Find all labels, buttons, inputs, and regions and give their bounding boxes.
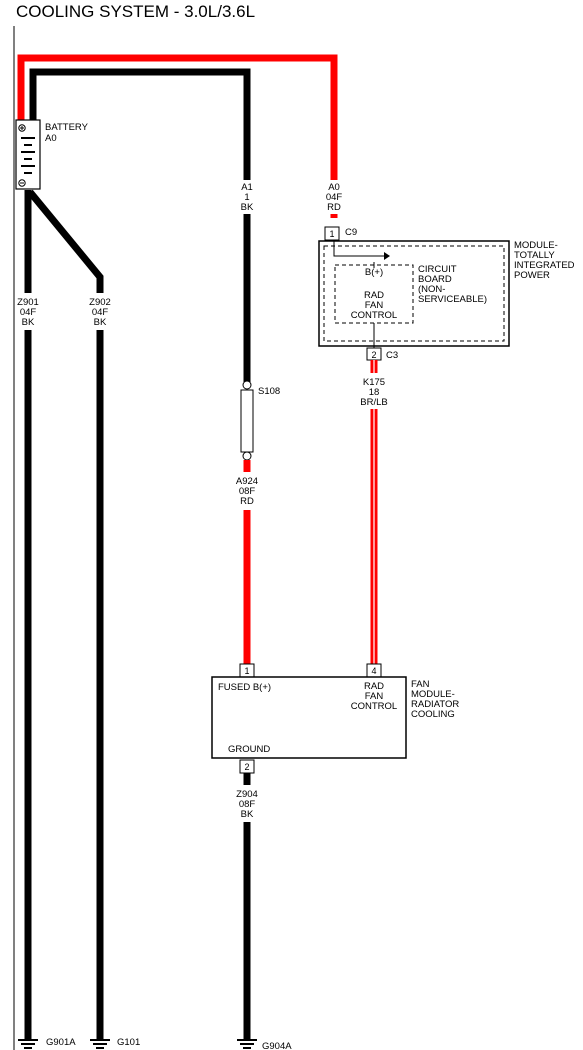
wire-a1-black bbox=[29, 68, 251, 382]
fan-ground-label: GROUND bbox=[228, 744, 270, 755]
tipm-inner-board bbox=[323, 245, 505, 342]
wire-a0-red bbox=[17, 54, 338, 218]
tipm-bplus: B(+) bbox=[365, 267, 383, 278]
k175-gauge: 18 bbox=[369, 387, 380, 398]
ground-icon bbox=[18, 1039, 38, 1049]
circuit-board-3: (NON- bbox=[418, 284, 445, 295]
k175-circuit: K175 bbox=[363, 377, 385, 388]
ground-icon bbox=[237, 1039, 257, 1049]
a0-circuit: A0 bbox=[328, 182, 340, 193]
fan-name-2: MODULE- bbox=[411, 689, 455, 700]
circuit-board-4: SERVICEABLE) bbox=[418, 294, 487, 305]
fan-pin-4-label: 4 bbox=[371, 666, 376, 676]
internal-bplus-path bbox=[333, 241, 384, 257]
a1-circuit: A1 bbox=[241, 182, 253, 193]
fan-fused-label: FUSED B(+) bbox=[218, 682, 271, 693]
fan-pin-1-label: 1 bbox=[244, 666, 249, 676]
a0-color: RD bbox=[327, 202, 341, 213]
battery-symbol bbox=[15, 119, 41, 190]
splice-label: S108 bbox=[258, 386, 280, 397]
fan-name-4: COOLING bbox=[411, 709, 455, 720]
k175-color: BR/LB bbox=[360, 397, 387, 408]
fan-name-3: RADIATOR bbox=[411, 699, 459, 710]
z904-color: BK bbox=[241, 809, 254, 820]
tipm-name-2: TOTALLY bbox=[514, 250, 555, 261]
z901-circuit: Z901 bbox=[17, 297, 39, 308]
z902-circuit: Z902 bbox=[89, 297, 111, 308]
splice-s108 bbox=[240, 380, 254, 461]
a924-gauge: 08F bbox=[239, 486, 256, 497]
fan-module-box bbox=[211, 676, 407, 759]
fan-name-1: FAN bbox=[411, 679, 430, 690]
tipm-fan: FAN bbox=[365, 300, 384, 311]
fan-pin-2-label: 2 bbox=[244, 762, 249, 772]
battery-label: BATTERY bbox=[45, 122, 89, 133]
z901-gauge: 04F bbox=[20, 307, 37, 318]
c9-label: C9 bbox=[345, 227, 357, 238]
circuit-board-2: BOARD bbox=[418, 274, 452, 285]
tipm-control: CONTROL bbox=[351, 310, 397, 321]
connector-c9 bbox=[324, 226, 340, 241]
ground-icon bbox=[90, 1039, 110, 1049]
fan-rad: RAD bbox=[364, 681, 384, 692]
c9-pin: 1 bbox=[329, 229, 334, 239]
tipm-name-3: INTEGRATED bbox=[514, 260, 575, 271]
a1-color: BK bbox=[241, 202, 254, 213]
ground-g904a: G904A bbox=[262, 1041, 292, 1050]
ground-g101: G101 bbox=[117, 1037, 140, 1048]
a924-color: RD bbox=[240, 496, 254, 507]
circuit-board-1: CIRCUIT bbox=[418, 264, 457, 275]
c3-label: C3 bbox=[386, 350, 398, 361]
tipm-rad: RAD bbox=[364, 290, 384, 301]
fan-control: CONTROL bbox=[351, 701, 397, 712]
c3-pin: 2 bbox=[371, 350, 376, 360]
z902-gauge: 04F bbox=[92, 307, 109, 318]
arrow-icon bbox=[384, 252, 390, 260]
z904-gauge: 08F bbox=[239, 799, 256, 810]
tipm-name-4: POWER bbox=[514, 270, 550, 281]
wire-z902 bbox=[27, 189, 104, 1040]
a0-gauge: 04F bbox=[326, 192, 343, 203]
ground-g901a: G901A bbox=[46, 1037, 76, 1048]
z902-color: BK bbox=[94, 317, 107, 328]
fan-fan: FAN bbox=[365, 691, 384, 702]
diagram-title: COOLING SYSTEM - 3.0L/3.6L bbox=[16, 2, 255, 21]
a924-circuit: A924 bbox=[236, 476, 258, 487]
z901-color: BK bbox=[22, 317, 35, 328]
z904-circuit: Z904 bbox=[236, 789, 258, 800]
battery-id: A0 bbox=[45, 133, 57, 144]
tipm-name-1: MODULE- bbox=[514, 240, 558, 251]
tipm-module-box bbox=[318, 240, 510, 347]
a1-gauge: 1 bbox=[244, 192, 249, 203]
